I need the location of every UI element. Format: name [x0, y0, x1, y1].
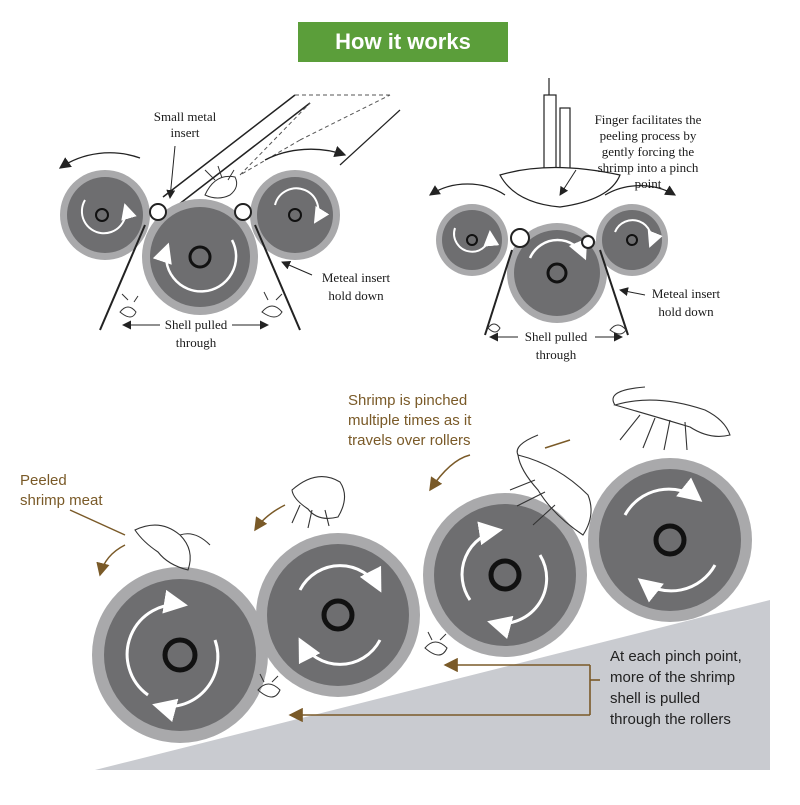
leader-hold-down-right	[619, 287, 646, 296]
leader-small-insert	[166, 145, 176, 199]
roller-right-small	[250, 170, 340, 260]
top-right-diagram: Finger facilitates the peeling process b…	[429, 78, 721, 362]
how-it-works-banner: How it works	[298, 22, 508, 62]
roller-bottom-3	[423, 493, 587, 657]
hold-down-rail-right	[254, 224, 301, 331]
label-shell-right-1: Shell pulled	[525, 329, 588, 344]
roller-bottom-1	[92, 567, 268, 743]
shrimp-sketch-top-left	[204, 165, 238, 199]
label-finger-2: peeling process by	[600, 128, 697, 143]
rail-right-panel-right	[599, 249, 629, 336]
peeled-shrimp-sketch	[134, 524, 211, 571]
shrimp-whole-sketch	[612, 386, 731, 451]
label-peeled-1: Peeled	[20, 472, 67, 489]
roller-right-panel-center	[507, 223, 607, 323]
label-finger-4: shrimp into a pinch	[598, 160, 699, 175]
shrimp-partial-sketch	[291, 476, 346, 529]
leader-pinched-b	[544, 439, 571, 449]
label-hold-down-right-1: Meteal insert	[652, 286, 721, 301]
label-shell-left-2: through	[176, 335, 217, 350]
leader-finger	[559, 169, 577, 196]
label-pinch-point-2: more of the shrimp	[610, 669, 735, 686]
label-hold-down-left-1: Meteal insert	[322, 270, 391, 285]
rail-right-panel-left	[484, 249, 513, 336]
roller-center-large	[142, 199, 258, 315]
label-finger-1: Finger facilitates the	[595, 112, 702, 127]
leader-hold-down-left	[281, 261, 313, 276]
roller-right-panel-right	[596, 204, 668, 276]
metal-insert-bar	[162, 94, 401, 206]
shrimp-on-roller-sketch	[509, 434, 592, 536]
rotation-arrow-right	[264, 146, 347, 161]
top-left-diagram: Small metal insert Meteal insert hold do…	[58, 94, 401, 350]
bottom-diagram: Peeled shrimp meat Shrimp is pinched mul…	[20, 386, 770, 770]
banner-title: How it works	[335, 29, 471, 54]
pinch-roller-right-panel-right	[581, 235, 595, 249]
label-pinched-2: multiple times as it	[348, 412, 472, 429]
label-pinched-3: travels over rollers	[348, 432, 471, 449]
leader-partial	[254, 504, 286, 532]
rotation-arrow-rp-right	[604, 185, 677, 196]
pinch-roller-right-panel-left	[510, 228, 530, 248]
roller-left-small	[60, 170, 150, 260]
label-hold-down-left-2: hold down	[328, 288, 384, 303]
label-pinch-point-4: through the rollers	[610, 711, 731, 728]
leader-peeled-arc	[96, 544, 126, 577]
label-finger-3: gently forcing the	[602, 144, 695, 159]
roller-right-panel-left	[436, 204, 508, 276]
shell-pieces-bottom	[257, 631, 448, 698]
pinch-roller-left	[149, 203, 167, 221]
label-pinch-point-1: At each pinch point,	[610, 648, 742, 665]
pinch-roller-right	[234, 203, 252, 221]
label-shell-right-2: through	[536, 347, 577, 362]
label-small-insert-1: Small metal	[154, 109, 217, 124]
label-peeled-2: shrimp meat	[20, 492, 103, 509]
rotation-arrow-left	[58, 152, 141, 169]
hold-down-rail-left	[99, 224, 146, 331]
label-small-insert-2: insert	[171, 125, 200, 140]
label-shell-left-1: Shell pulled	[165, 317, 228, 332]
roller-bottom-2	[256, 533, 420, 697]
label-pinch-point-3: shell is pulled	[610, 690, 700, 707]
rotation-arrow-rp-left	[429, 183, 506, 196]
roller-bottom-4	[588, 458, 752, 622]
leader-pinched	[429, 454, 471, 492]
label-pinched-1: Shrimp is pinched	[348, 392, 467, 409]
shell-pieces-top-left	[119, 291, 283, 318]
label-finger-5: point	[635, 176, 662, 191]
label-hold-down-right-2: hold down	[658, 304, 714, 319]
ramp-surface	[95, 600, 770, 770]
leader-peeled	[69, 509, 126, 536]
